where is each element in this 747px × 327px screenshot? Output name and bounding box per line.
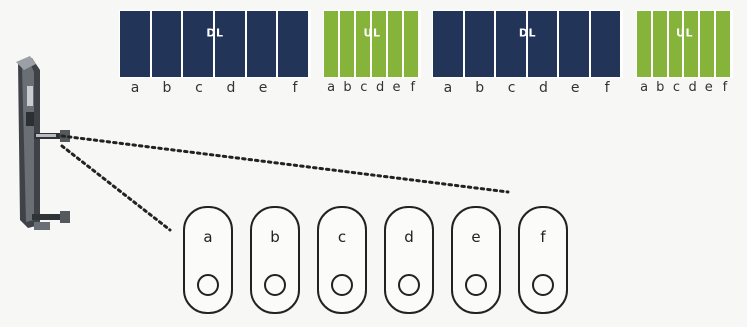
slot-f: f <box>518 206 568 314</box>
slot-label: b <box>252 228 298 246</box>
zoom-line-upper <box>62 136 508 192</box>
slot-hole <box>465 274 487 296</box>
slot-label: e <box>453 228 499 246</box>
slot-e: e <box>451 206 501 314</box>
slot-hole <box>532 274 554 296</box>
slot-hole <box>331 274 353 296</box>
slot-a: a <box>183 206 233 314</box>
slot-label: a <box>185 228 231 246</box>
slot-c: c <box>317 206 367 314</box>
zoom-line-lower <box>62 146 170 230</box>
slot-d: d <box>384 206 434 314</box>
slot-label: c <box>319 228 365 246</box>
slot-b: b <box>250 206 300 314</box>
slot-label: f <box>520 228 566 246</box>
slot-hole <box>264 274 286 296</box>
slot-hole <box>197 274 219 296</box>
slot-hole <box>398 274 420 296</box>
tower-mast-icon <box>16 56 70 230</box>
slot-label: d <box>386 228 432 246</box>
